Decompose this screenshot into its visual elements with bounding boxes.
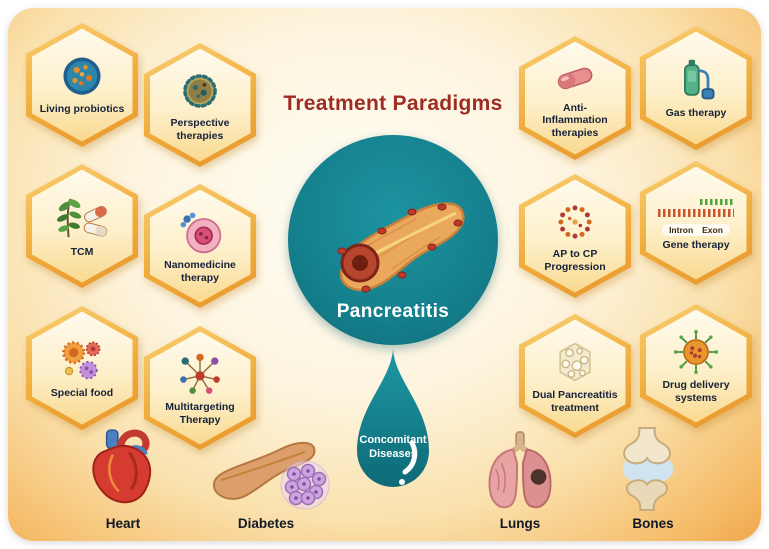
- background-card: Treatment Paradigms Pancreatitis: [8, 8, 761, 541]
- hexagon-multitargeting-therapy: Multitargeting Therapy: [144, 326, 256, 450]
- gene-sequence-icon: [654, 195, 738, 221]
- nanoparticle-icon: [672, 328, 720, 376]
- water-drop-icon: [357, 349, 429, 487]
- heart-illustration: [78, 426, 170, 521]
- lungs-label: Lungs: [499, 516, 541, 531]
- hexagon-living-probiotics: Living probiotics: [26, 23, 138, 147]
- heart-label: Heart: [105, 516, 141, 531]
- herb-pills-icon: [53, 193, 111, 243]
- lungs-illustration: [480, 430, 560, 521]
- diagram-title: Treatment Paradigms: [283, 92, 503, 115]
- microbe-icon: [177, 68, 223, 114]
- concomitant-diseases-drop: Concomitant Diseases: [345, 345, 441, 505]
- pancreatitis-label: Pancreatitis: [336, 301, 450, 322]
- hexagon-nanomedicine-therapy: Nanomedicine therapy: [144, 184, 256, 308]
- cell-icon: [176, 208, 224, 256]
- hexagon-label: TCM: [70, 246, 94, 259]
- petri-dish-icon: [57, 54, 107, 100]
- hexagon-label: Gene therapy: [662, 238, 730, 251]
- porous-particle-icon: [551, 338, 599, 386]
- bones-label: Bones: [632, 516, 674, 531]
- bones-illustration: [608, 426, 688, 517]
- hexagon-drug-delivery-systems: Drug delivery systems: [640, 304, 752, 428]
- hexagon-label: Anti-Inflammation therapies: [542, 101, 608, 139]
- hexagon-label: Living probiotics: [39, 103, 125, 116]
- hexagon-dual-pancreatitis-treatment: Dual Pancreatitis treatment: [519, 314, 631, 438]
- hexagon-label: Dual Pancreatitis treatment: [532, 389, 618, 414]
- hexagon-anti-inflammation-therapies: Anti-Inflammation therapies: [519, 36, 631, 160]
- heart-icon: [92, 429, 152, 504]
- hexagon-gas-therapy: Gas therapy: [640, 26, 752, 150]
- lungs-icon: [488, 431, 552, 509]
- diabetes-label: Diabetes: [237, 516, 295, 531]
- intron-label: Intron: [669, 224, 694, 235]
- hexagon-ap-to-cp-progression: AP to CP Progression: [519, 174, 631, 298]
- hexagon-label: Gas therapy: [665, 107, 727, 120]
- hexagon-special-food: Special food: [26, 306, 138, 430]
- hexagon-label: Perspective therapies: [170, 117, 230, 142]
- hexagon-gene-therapy: Intron Exon Gene therapy: [640, 161, 752, 285]
- target-network-icon: [176, 350, 224, 398]
- hexagon-label: Special food: [50, 387, 114, 400]
- hexagon-tcm: TCM: [26, 164, 138, 288]
- pancreas-illustration: [337, 202, 465, 293]
- food-microbes-icon: [58, 336, 106, 384]
- hexagon-label: Drug delivery systems: [662, 379, 730, 404]
- gene-region-labels: Intron Exon: [662, 223, 730, 236]
- capsule-icon: [549, 57, 601, 99]
- exon-label: Exon: [702, 224, 723, 235]
- hexagon-label: Multitargeting Therapy: [165, 401, 235, 426]
- knee-joint-icon: [622, 427, 674, 511]
- dotted-cycle-icon: [552, 199, 598, 245]
- gas-cylinder-icon: [672, 56, 720, 104]
- hexagon-label: AP to CP Progression: [544, 248, 606, 273]
- concomitant-diseases-label: Concomitant Diseases: [359, 434, 427, 461]
- hexagon-perspective-therapies: Perspective therapies: [144, 43, 256, 167]
- diabetes-illustration: [201, 432, 333, 517]
- pancreas-islets-icon: [212, 441, 330, 510]
- hexagon-label: Nanomedicine therapy: [164, 259, 236, 284]
- pancreatitis-circle: Pancreatitis: [288, 135, 498, 345]
